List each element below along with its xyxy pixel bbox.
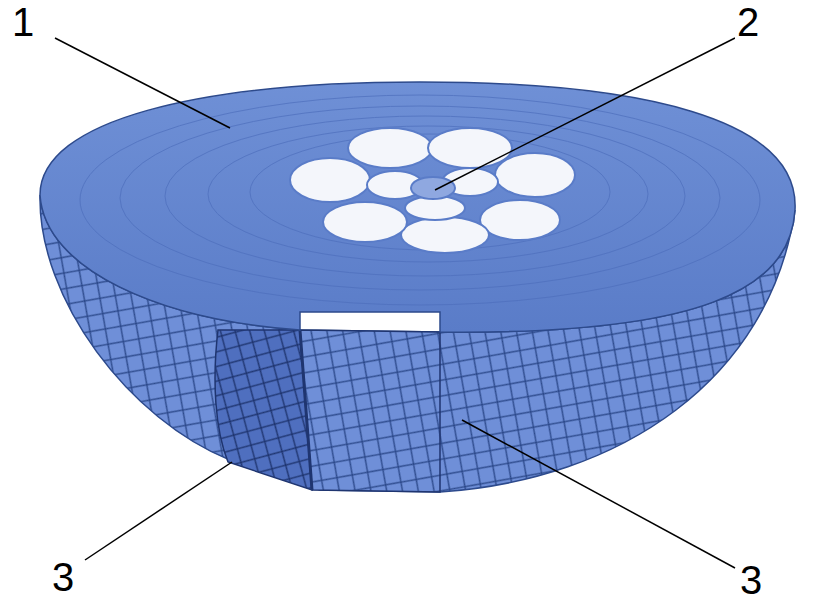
callout-number: 2 — [735, 0, 761, 44]
callout-number: 1 — [10, 0, 36, 44]
growth-rings — [80, 95, 760, 305]
callout-number: 3 — [738, 558, 764, 602]
cut-face-back — [300, 330, 440, 492]
top-face — [40, 82, 795, 332]
callout-number: 3 — [50, 555, 76, 599]
leader-lines — [55, 38, 735, 568]
cut-face-left — [215, 330, 312, 490]
central-pattern — [290, 128, 575, 253]
cut-edge — [300, 330, 312, 490]
